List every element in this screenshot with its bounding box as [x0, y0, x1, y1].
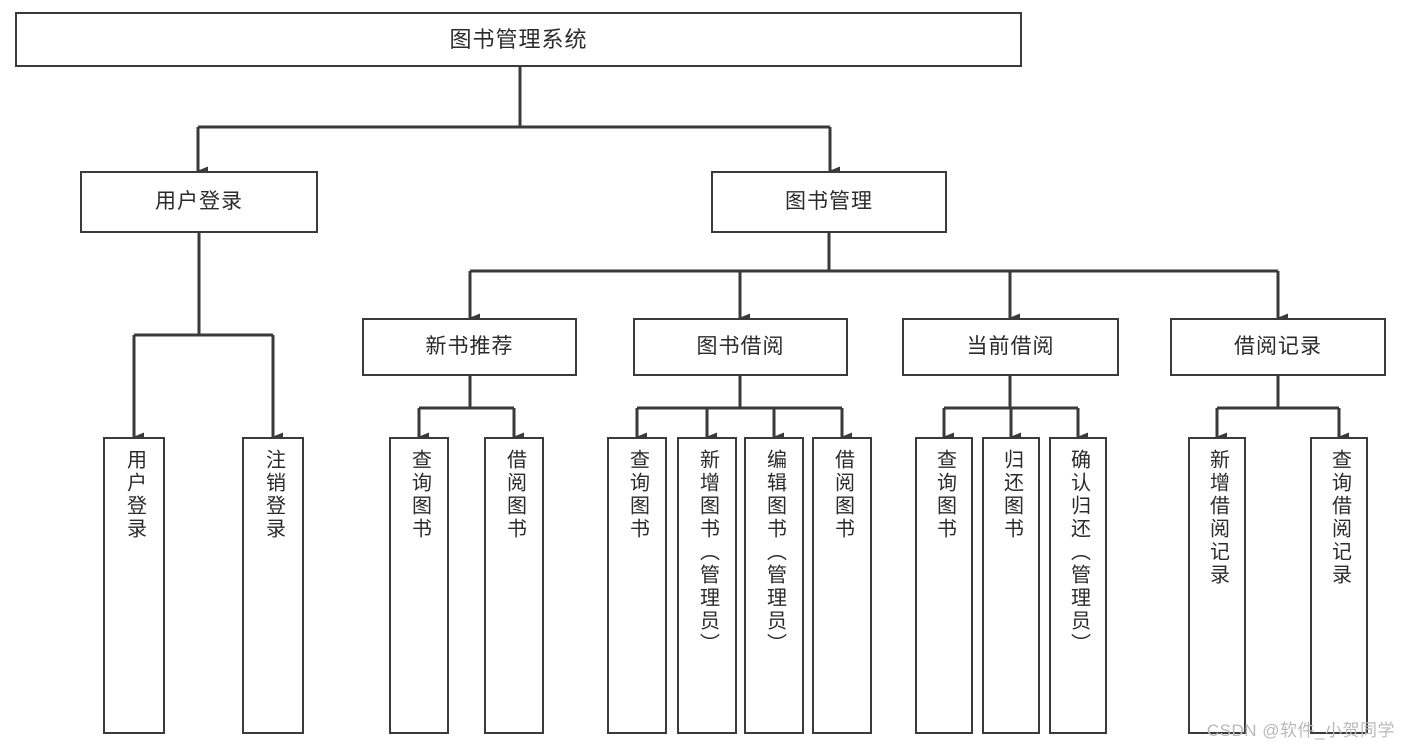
node-label: 归还图书	[1000, 449, 1023, 541]
node-label: 查询图书	[408, 449, 431, 541]
leaf-query-borrow-record[interactable]: 查询借阅记录	[1310, 437, 1368, 734]
node-current-borrow[interactable]: 当前借阅	[902, 318, 1119, 376]
node-label: 新增借阅记录	[1206, 449, 1229, 587]
node-label: 用户登录	[155, 189, 243, 213]
node-label: 图书管理系统	[449, 26, 588, 52]
node-label: 注销登录	[262, 449, 285, 541]
leaf-query-book-borrow[interactable]: 查询图书	[607, 437, 667, 734]
leaf-user-login[interactable]: 用户登录	[103, 437, 165, 734]
node-label: 查询图书	[933, 449, 956, 541]
node-borrow-record[interactable]: 借阅记录	[1170, 318, 1386, 376]
node-label: 编辑图书（管理员）	[763, 449, 786, 656]
node-root-system[interactable]: 图书管理系统	[15, 12, 1022, 67]
leaf-query-book-current[interactable]: 查询图书	[915, 437, 973, 734]
leaf-borrow-book-recommend[interactable]: 借阅图书	[484, 437, 544, 734]
leaf-return-book[interactable]: 归还图书	[982, 437, 1040, 734]
node-label: 新书推荐	[425, 334, 514, 358]
leaf-add-borrow-record[interactable]: 新增借阅记录	[1188, 437, 1246, 734]
node-label: 查询图书	[626, 449, 649, 541]
leaf-query-book-recommend[interactable]: 查询图书	[389, 437, 449, 734]
leaf-logout[interactable]: 注销登录	[242, 437, 304, 734]
node-label: 借阅图书	[503, 449, 526, 541]
node-label: 确认归还（管理员）	[1067, 449, 1090, 656]
node-label: 查询借阅记录	[1328, 449, 1351, 587]
node-new-book-recommend[interactable]: 新书推荐	[362, 318, 577, 376]
node-label: 当前借阅	[966, 334, 1055, 358]
node-book-borrow[interactable]: 图书借阅	[633, 318, 848, 376]
node-label: 新增图书（管理员）	[696, 449, 719, 656]
node-book-management[interactable]: 图书管理	[711, 171, 947, 233]
leaf-edit-book-admin[interactable]: 编辑图书（管理员）	[744, 437, 804, 734]
node-user-login[interactable]: 用户登录	[80, 171, 318, 233]
leaf-confirm-return-admin[interactable]: 确认归还（管理员）	[1049, 437, 1107, 734]
node-label: 图书借阅	[696, 334, 785, 358]
node-label: 用户登录	[123, 449, 146, 541]
leaf-borrow-book[interactable]: 借阅图书	[812, 437, 872, 734]
node-label: 借阅图书	[831, 449, 854, 541]
node-label: 借阅记录	[1234, 334, 1322, 358]
node-label: 图书管理	[785, 189, 873, 213]
leaf-add-book-admin[interactable]: 新增图书（管理员）	[677, 437, 737, 734]
